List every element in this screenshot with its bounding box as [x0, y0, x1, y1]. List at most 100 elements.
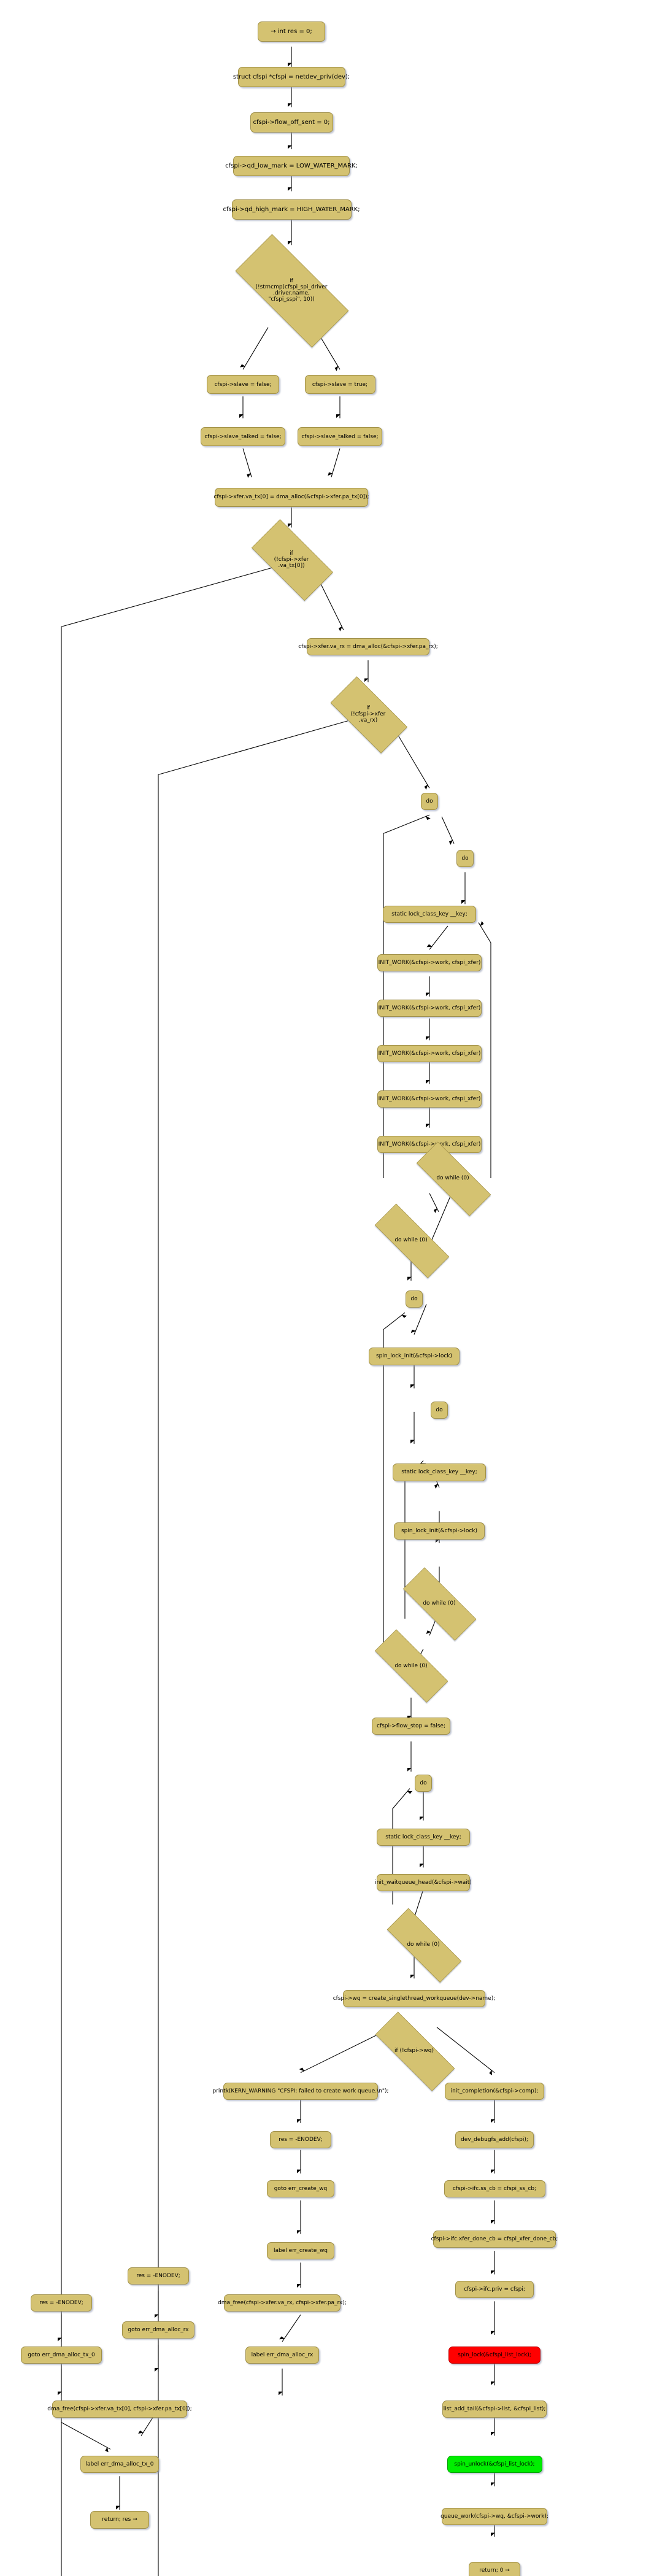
statement-node[interactable]: cfspi->ifc.ss_cb = cfspi_ss_cb;: [444, 2180, 545, 2197]
statement-node[interactable]: return; 0 →: [469, 2561, 520, 2576]
statement-node[interactable]: label err_dma_alloc_tx_0: [80, 2456, 159, 2474]
node-label: do while (0): [436, 1174, 469, 1181]
node-label: struct cfspi *cfspi = netdev_priv(dev);: [233, 73, 350, 80]
node-label: if (!cfspi->xfer .va_tx[0]): [274, 550, 309, 569]
statement-node[interactable]: init_completion(&cfspi->comp);: [445, 2082, 544, 2100]
statement-node[interactable]: cfspi->wq = create_singlethread_workqueu…: [333, 1990, 495, 2008]
node-label: static lock_class_key __key;: [385, 1834, 461, 1841]
statement-node[interactable]: cfspi->slave_talked = false;: [298, 427, 382, 447]
node-label: do: [410, 1296, 418, 1303]
statement-node[interactable]: queue_work(cfspi->wq, &cfspi->work);: [440, 2507, 548, 2526]
decision-node[interactable]: do while (0): [388, 1567, 490, 1641]
statement-node[interactable]: cfspi->flow_off_sent = 0;: [250, 112, 333, 133]
node-label: cfspi->qd_low_mark = LOW_WATER_MARK;: [225, 162, 358, 169]
node-label: do while (0): [407, 1942, 440, 1948]
node-label: res = -ENODEV;: [279, 2137, 323, 2143]
statement-node[interactable]: init_waitqueue_head(&cfspi->wait): [375, 1873, 472, 1892]
statement-node[interactable]: INIT_WORK(&cfspi->work, cfspi_xfer): [377, 1000, 482, 1017]
node-label: INIT_WORK(&cfspi->work, cfspi_xfer): [378, 1005, 481, 1012]
statement-node[interactable]: cfspi->flow_stop = false;: [372, 1718, 450, 1735]
node-label: queue_work(cfspi->wq, &cfspi->work);: [440, 2513, 548, 2520]
statement-node[interactable]: cfspi->slave = true;: [304, 375, 375, 395]
statement-node[interactable]: do: [415, 1775, 432, 1792]
node-label: do while (0): [394, 1237, 428, 1244]
node-label: label err_dma_alloc_rx: [251, 2351, 314, 2358]
node-label: cfspi->xfer.va_rx = dma_alloc(&cfspi->xf…: [298, 644, 438, 650]
statement-node[interactable]: label err_create_wq: [267, 2242, 334, 2260]
decision-node[interactable]: do while (0): [401, 1141, 506, 1216]
node-label: do: [426, 798, 433, 805]
node-label: return; res →: [102, 2516, 137, 2523]
statement-node[interactable]: cfspi->ifc.xfer_done_cb = cfspi_xfer_don…: [431, 2230, 558, 2248]
decision-node[interactable]: if (!cfspi->xfer .va_rx): [318, 676, 418, 754]
node-label: dma_free(cfspi->xfer.va_rx, cfspi->xfer.…: [218, 2300, 347, 2306]
node-label: cfspi->ifc.xfer_done_cb = cfspi_xfer_don…: [431, 2235, 558, 2242]
node-label: cfspi->slave = false;: [214, 381, 272, 388]
statement-node[interactable]: cfspi->slave = false;: [207, 375, 279, 395]
statement-node[interactable]: static lock_class_key __key;: [383, 905, 476, 923]
statement-node[interactable]: spin_lock_init(&cfspi->lock): [369, 1348, 460, 1365]
statement-node[interactable]: cfspi->slave_talked = false;: [201, 427, 285, 447]
decision-node[interactable]: if (!cfspi->xfer .va_tx[0]): [239, 519, 344, 601]
statement-node[interactable]: cfspi->xfer.va_tx[0] = dma_alloc(&cfspi-…: [214, 487, 369, 507]
node-label: INIT_WORK(&cfspi->work, cfspi_xfer): [378, 960, 481, 966]
statement-node[interactable]: spin_lock_init(&cfspi->lock): [394, 1522, 485, 1540]
decision-node[interactable]: if (!strncmp(cfspi_spi_driver .driver.na…: [215, 234, 367, 348]
statement-node[interactable]: printk(KERN_WARNING "CFSPI: failed to cr…: [212, 2082, 389, 2100]
node-label: goto err_dma_alloc_rx: [128, 2326, 189, 2333]
node-label: static lock_class_key __key;: [401, 1469, 477, 1476]
statement-node[interactable]: cfspi->qd_low_mark = LOW_WATER_MARK;: [225, 155, 358, 177]
statement-node[interactable]: goto err_dma_alloc_tx_0: [21, 2346, 102, 2364]
statement-node[interactable]: cfspi->qd_high_mark = HIGH_WATER_MARK;: [223, 199, 360, 220]
decision-node[interactable]: if (!cfspi->wq): [358, 2011, 471, 2091]
statement-node[interactable]: dma_free(cfspi->xfer.va_tx[0], cfspi->xf…: [47, 2400, 192, 2418]
node-label: cfspi->flow_off_sent = 0;: [253, 118, 330, 126]
decision-node[interactable]: do while (0): [371, 1908, 476, 1983]
node-label: init_waitqueue_head(&cfspi->wait): [375, 1880, 472, 1886]
statement-node[interactable]: static lock_class_key __key;: [377, 1829, 470, 1846]
statement-node[interactable]: static lock_class_key __key;: [393, 1463, 486, 1481]
statement-node[interactable]: do: [431, 1402, 448, 1419]
statement-node[interactable]: res = -ENODEV;: [270, 2131, 331, 2149]
statement-node[interactable]: spin_lock(&cfspi_list_lock);: [448, 2346, 541, 2364]
decision-node[interactable]: do while (0): [359, 1203, 464, 1279]
statement-node[interactable]: cfspi->ifc.priv = cfspi;: [455, 2281, 534, 2299]
node-label: do while (0): [423, 1600, 456, 1607]
node-label: do: [461, 855, 469, 862]
statement-node[interactable]: goto err_create_wq: [267, 2180, 334, 2197]
statement-node[interactable]: spin_unlock(&cfspi_list_lock);: [447, 2456, 542, 2474]
node-label: cfspi->wq = create_singlethread_workqueu…: [333, 1996, 496, 2002]
node-label: spin_unlock(&cfspi_list_lock);: [454, 2461, 535, 2468]
statement-node[interactable]: INIT_WORK(&cfspi->work, cfspi_xfer): [377, 1045, 482, 1063]
statement-node[interactable]: return; res →: [90, 2511, 149, 2529]
node-label: list_add_tail(&cfspi->list, &cfspi_list)…: [443, 2405, 546, 2412]
statement-node[interactable]: dma_free(cfspi->xfer.va_rx, cfspi->xfer.…: [218, 2294, 347, 2312]
node-label: if (!cfspi->xfer .va_rx): [350, 704, 386, 723]
node-label: res = -ENODEV;: [136, 2273, 180, 2280]
node-label: spin_lock(&cfspi_list_lock);: [458, 2351, 531, 2358]
statement-node[interactable]: label err_dma_alloc_rx: [245, 2346, 319, 2364]
node-label: spin_lock_init(&cfspi->lock): [375, 1353, 453, 1360]
statement-node[interactable]: res = -ENODEV;: [128, 2267, 189, 2285]
statement-node[interactable]: dev_debugfs_add(cfspi);: [455, 2131, 534, 2149]
statement-node[interactable]: list_add_tail(&cfspi->list, &cfspi_list)…: [442, 2400, 547, 2418]
node-label: cfspi->slave_talked = false;: [204, 433, 282, 440]
statement-node[interactable]: → int res = 0;: [258, 21, 325, 42]
node-label: init_completion(&cfspi->comp);: [450, 2088, 539, 2094]
node-label: dma_free(cfspi->xfer.va_tx[0], cfspi->xf…: [47, 2405, 192, 2412]
node-label: if (!strncmp(cfspi_spi_driver .driver.na…: [255, 278, 328, 303]
node-label: cfspi->xfer.va_tx[0] = dma_alloc(&cfspi-…: [214, 494, 369, 501]
statement-node[interactable]: do: [406, 1290, 423, 1308]
statement-node[interactable]: do: [456, 850, 474, 868]
statement-node[interactable]: INIT_WORK(&cfspi->work, cfspi_xfer): [377, 954, 482, 972]
statement-node[interactable]: res = -ENODEV;: [31, 2294, 92, 2312]
statement-node[interactable]: struct cfspi *cfspi = netdev_priv(dev);: [233, 66, 350, 87]
node-label: → int res = 0;: [271, 28, 312, 35]
node-label: printk(KERN_WARNING "CFSPI: failed to cr…: [212, 2088, 389, 2094]
statement-node[interactable]: INIT_WORK(&cfspi->work, cfspi_xfer): [377, 1090, 482, 1108]
node-label: cfspi->qd_high_mark = HIGH_WATER_MARK;: [223, 206, 360, 214]
decision-node[interactable]: do while (0): [360, 1629, 462, 1703]
statement-node[interactable]: do: [421, 793, 438, 811]
statement-node[interactable]: goto err_dma_alloc_rx: [122, 2321, 194, 2339]
statement-node[interactable]: cfspi->xfer.va_rx = dma_alloc(&cfspi->xf…: [298, 638, 438, 656]
